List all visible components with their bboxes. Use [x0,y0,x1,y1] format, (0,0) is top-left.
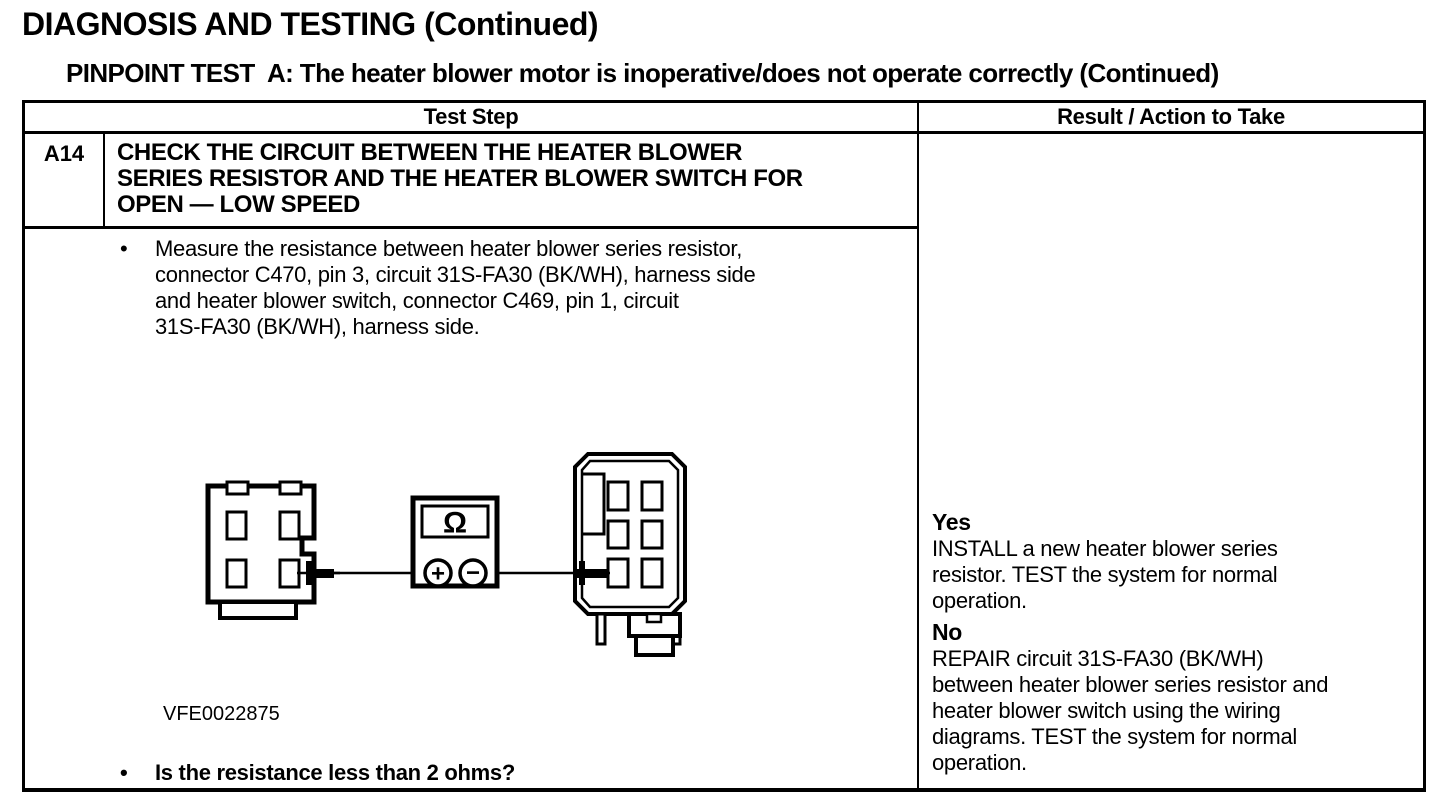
test-step-body: • Measure the resistance between heater … [25,229,917,788]
test-step-column: Test Step A14 CHECK THE CIRCUIT BETWEEN … [25,103,919,788]
bullet-icon: • [120,760,128,785]
right-probe-lead [576,561,610,585]
result-yes-label: Yes [932,509,971,535]
test-step-instruction: Measure the resistance between heater bl… [155,236,756,339]
left-probe-lead [297,561,340,585]
minus-sign: − [466,560,480,587]
pinpoint-test-subtitle: PINPOINT TEST A: The heater blower motor… [66,58,1219,88]
question-item: • Is the resistance less than 2 ohms? [120,760,917,786]
ohmmeter: Ω + − [410,495,500,589]
test-step-title: CHECK THE CIRCUIT BETWEEN THE HEATER BLO… [117,139,803,218]
test-step-id: A14 [25,134,105,226]
result-cell: Yes INSTALL a new heater blower series r… [919,134,1423,788]
positive-terminal-icon [423,558,453,588]
series-resistor-connector [205,480,317,620]
negative-terminal-icon [458,558,488,588]
test-step-column-header: Test Step [25,103,917,134]
page-title: DIAGNOSIS AND TESTING (Continued) [22,6,599,42]
result-no-label: No [932,619,963,645]
result-yes-block: Yes INSTALL a new heater blower series r… [932,509,1415,614]
result-no-block: No REPAIR circuit 31S-FA30 (BK/WH) betwe… [932,619,1415,776]
bullet-icon: • [120,236,128,261]
result-no-action: REPAIR circuit 31S-FA30 (BK/WH) between … [932,646,1329,775]
result-column: Result / Action to Take Yes INSTALL a ne… [919,103,1423,788]
instruction-item: • Measure the resistance between heater … [120,236,917,340]
test-step-heading-row: A14 CHECK THE CIRCUIT BETWEEN THE HEATER… [25,134,917,229]
resistance-test-diagram: Ω + − [180,442,720,657]
result-action-column-header: Result / Action to Take [919,103,1423,134]
ohm-symbol: Ω [443,507,467,540]
plus-sign: + [431,561,445,588]
figure-code: VFE0022875 [163,703,280,725]
test-question: Is the resistance less than 2 ohms? [155,760,515,785]
blower-switch-connector [573,452,687,657]
pinpoint-test-table: Test Step A14 CHECK THE CIRCUIT BETWEEN … [22,100,1426,792]
result-yes-action: INSTALL a new heater blower series resis… [932,536,1278,613]
